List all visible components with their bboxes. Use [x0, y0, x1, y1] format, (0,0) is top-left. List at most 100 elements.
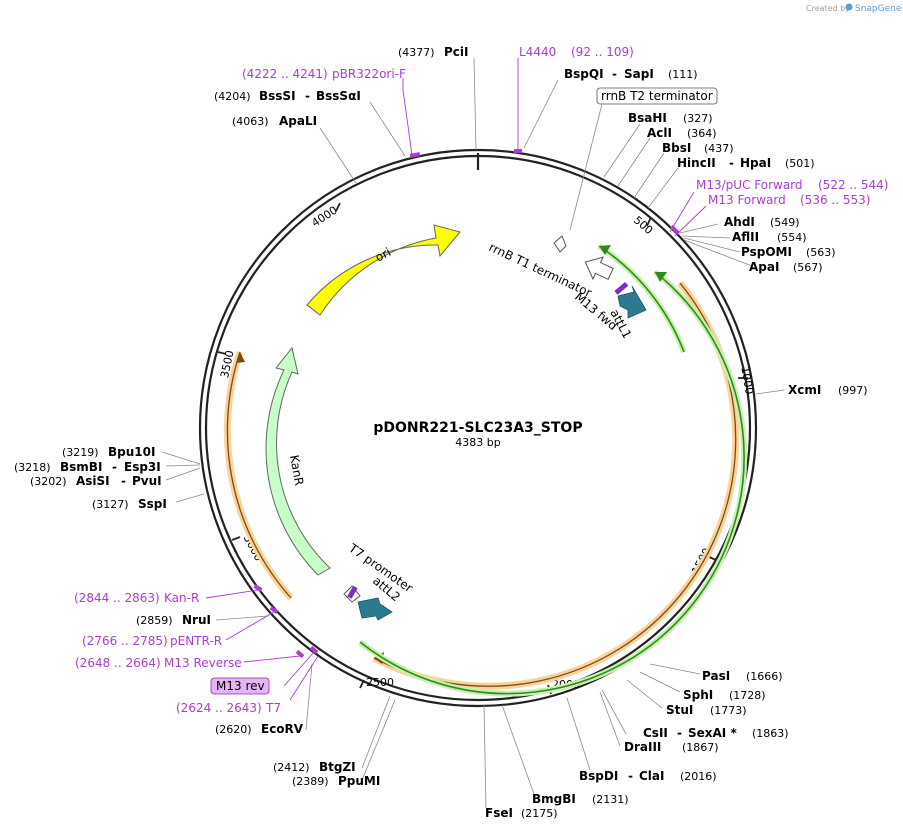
primer-pentr-range: (2766 .. 2785)	[82, 634, 168, 648]
enzyme-bspdi-pos: (2016)	[680, 770, 717, 783]
enzyme-fsei[interactable]: FseI	[485, 806, 513, 820]
enzyme-bsssai[interactable]: BssSαI	[316, 89, 361, 103]
enzyme-bspqi-pos: (111)	[668, 68, 698, 81]
enzyme-pasi-pos: (1666)	[746, 670, 783, 683]
enzyme-bpu10i[interactable]: Bpu10I	[108, 445, 155, 459]
enzyme-ecorv-pos: (2620)	[215, 723, 252, 736]
enzyme-leaders	[161, 57, 785, 809]
enzyme-bspdi-sep: -	[628, 769, 633, 783]
primer-l4440[interactable]: L4440	[519, 45, 556, 59]
enzyme-bsmbi-pos: (3218)	[14, 461, 51, 474]
enzyme-hpai[interactable]: HpaI	[740, 156, 771, 170]
enzyme-hincii-sep: -	[729, 156, 734, 170]
enzyme-csii[interactable]: CsII	[643, 726, 668, 740]
attl2-feature[interactable]	[357, 597, 393, 621]
primer-m13fwd[interactable]: M13 Forward	[708, 193, 786, 207]
enzyme-apai[interactable]: ApaI	[749, 260, 779, 274]
attl1-feature[interactable]	[617, 285, 647, 319]
rrnb-t2-leader	[569, 103, 603, 231]
enzyme-draiii[interactable]: DraIII	[624, 740, 661, 754]
enzyme-pasi[interactable]: PasI	[702, 669, 730, 683]
enzyme-ecorv[interactable]: EcoRV	[261, 722, 304, 736]
enzyme-xcmi[interactable]: XcmI	[788, 383, 821, 397]
primer-t7[interactable]: T7	[265, 701, 281, 715]
primer-kanr[interactable]: Kan-R	[164, 591, 199, 605]
kanr-feature[interactable]	[265, 346, 331, 576]
insert-arc-short-glow	[597, 243, 687, 354]
insert-arc-long	[359, 271, 745, 695]
enzyme-bsssi[interactable]: BssSI	[259, 89, 296, 103]
enzyme-ahdi[interactable]: AhdI	[724, 215, 755, 229]
primer-m13rev-range: (2648 .. 2664)	[75, 656, 161, 670]
enzyme-clai[interactable]: ClaI	[639, 769, 664, 783]
enzyme-ppumi[interactable]: PpuMI	[338, 774, 380, 788]
primer-t7-range: (2624 .. 2643)	[176, 701, 262, 715]
enzyme-bmgbi[interactable]: BmgBI	[532, 792, 576, 806]
enzyme-bsahi[interactable]: BsaHI	[628, 111, 667, 125]
insert-arc-short	[598, 245, 685, 353]
enzyme-bpu10i-pos: (3219)	[62, 446, 99, 459]
rrnb-t1-feature[interactable]	[580, 251, 616, 285]
backbone-outer	[198, 148, 758, 708]
enzyme-sspi[interactable]: SspI	[138, 497, 167, 511]
enzyme-sphi[interactable]: SphI	[683, 688, 713, 702]
ori-feature[interactable]	[306, 224, 461, 316]
enzyme-asisi-sep: -	[121, 474, 126, 488]
enzyme-btgzi-pos: (2412)	[273, 761, 310, 774]
primer-m13-rev[interactable]: M13 rev	[216, 679, 265, 693]
enzyme-bsahi-pos: (327)	[683, 112, 713, 125]
primer-pbr322ori-range: (4222 .. 4241)	[242, 67, 328, 81]
primer-m13fwd-range: (536 .. 553)	[800, 193, 870, 207]
snapgene-credit: Created by SnapGene	[806, 3, 902, 14]
enzyme-ahdi-pos: (549)	[770, 216, 800, 229]
enzyme-pcii[interactable]: PciI	[444, 45, 469, 59]
enzyme-hincii-pos: (501)	[785, 157, 815, 170]
plasmid-length: 4383 bp	[455, 436, 500, 449]
enzyme-csii-pos: (1863)	[752, 727, 789, 740]
primer-l4440-range: (92 .. 109)	[571, 45, 634, 59]
enzyme-sexai[interactable]: SexAI *	[688, 726, 737, 740]
plasmid-name: pDONR221-SLC23A3_STOP	[373, 420, 582, 436]
enzyme-nrui[interactable]: NruI	[182, 613, 211, 627]
rrnb-t1-label: rrnB T1 terminator	[487, 240, 594, 300]
credit-prefix: Created by	[806, 4, 850, 13]
enzyme-asisi-pos: (3202)	[30, 475, 67, 488]
enzyme-btgzi[interactable]: BtgZI	[319, 760, 356, 774]
enzyme-bsssi-sep: -	[305, 89, 310, 103]
primer-kanr-range: (2844 .. 2863)	[74, 591, 160, 605]
enzyme-pspomi[interactable]: PspOMI	[741, 245, 792, 259]
primer-m13-reverse[interactable]: M13 Reverse	[164, 656, 242, 670]
t7-marker	[347, 585, 358, 599]
enzyme-hincii[interactable]: HincII	[677, 156, 716, 170]
rrnb-t2-label: rrnB T2 terminator	[601, 89, 713, 103]
enzyme-esp3i[interactable]: Esp3I	[124, 460, 161, 474]
primer-pentr[interactable]: pENTR-R	[170, 634, 222, 648]
enzyme-aflii[interactable]: AflII	[732, 230, 759, 244]
enzyme-pvui[interactable]: PvuI	[132, 474, 162, 488]
insert-arcs	[358, 243, 748, 697]
enzyme-bsssi-pos: (4204)	[214, 90, 251, 103]
insert-arc-long-glow	[358, 269, 748, 697]
m13-fwd-marker	[614, 281, 629, 295]
enzyme-stui[interactable]: StuI	[666, 703, 693, 717]
enzyme-bmgbi-pos: (2131)	[592, 793, 629, 806]
primer-m13puc[interactable]: M13/pUC Forward	[696, 178, 803, 192]
ori-label: ori	[373, 245, 393, 265]
enzyme-apali[interactable]: ApaLI	[279, 114, 317, 128]
enzyme-asisi[interactable]: AsiSI	[76, 474, 110, 488]
enzyme-bspqi[interactable]: BspQI	[564, 67, 604, 81]
snapgene-logo-icon	[845, 3, 853, 11]
rrnb-t2-feature[interactable]	[553, 235, 567, 253]
primer-pbr322ori[interactable]: pBR322ori-F	[332, 67, 406, 81]
tick-4000: 4000	[309, 203, 340, 229]
enzyme-bsmbi-sep: -	[112, 460, 117, 474]
enzyme-sapi[interactable]: SapI	[624, 67, 654, 81]
insert-arc-short-arrow	[599, 245, 611, 255]
enzyme-aflii-pos: (554)	[777, 231, 807, 244]
rrnb-t2-box	[596, 87, 718, 105]
enzyme-bbsi[interactable]: BbsI	[662, 141, 691, 155]
enzyme-acli[interactable]: AclI	[647, 126, 672, 140]
enzyme-bsmbi[interactable]: BsmBI	[60, 460, 102, 474]
enzyme-stui-pos: (1773)	[710, 704, 747, 717]
enzyme-bspdi[interactable]: BspDI	[579, 769, 618, 783]
